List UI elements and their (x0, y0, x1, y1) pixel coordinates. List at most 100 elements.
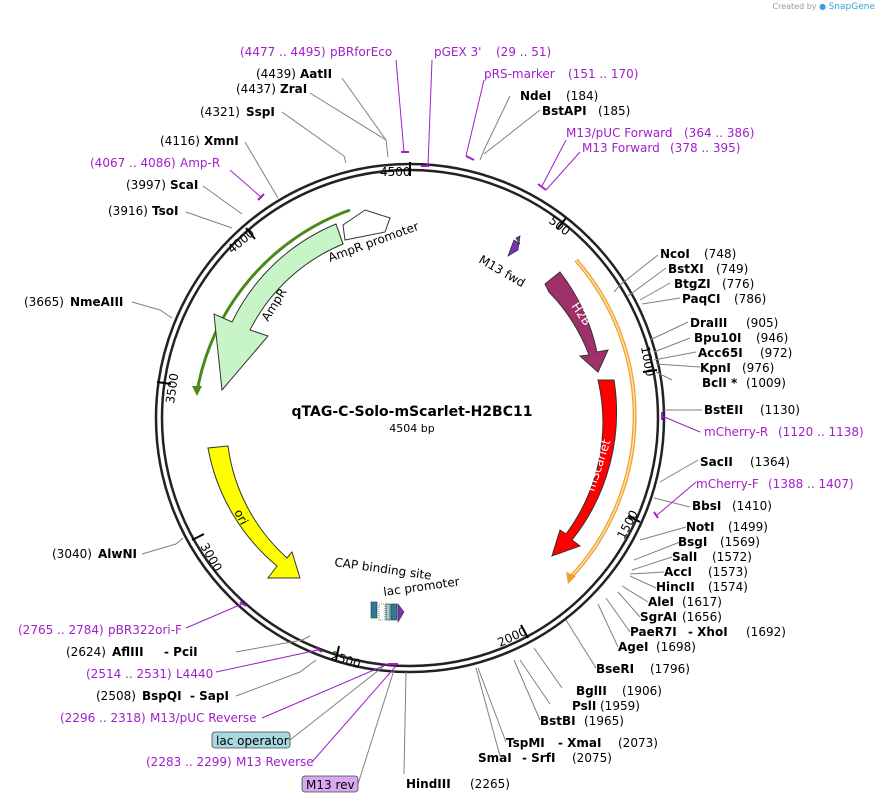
enzyme-name: TsoI (152, 204, 178, 218)
primer-name: pRS-marker (484, 67, 555, 81)
snapgene-logo-icon: ● (819, 2, 827, 11)
enzyme-name: BstXI (668, 262, 704, 276)
primer-name: L4440 (176, 667, 213, 681)
tick-label-4000: 4000 (225, 226, 257, 256)
enzyme-pos: (1572) (712, 550, 752, 564)
green-feature-arc (195, 208, 351, 393)
primer-range: (2765 .. 2784) (18, 623, 104, 637)
enzyme-pos: (2624) (66, 645, 106, 659)
enzyme-pos: (1965) (584, 714, 624, 728)
enzyme-name: AlwNI (98, 547, 137, 561)
enzyme-labels-left: (4439) AatII (4437) ZraI (4321) SspI (41… (24, 67, 332, 703)
tick-label-1500: 1500 (614, 508, 641, 542)
tick-2500 (335, 645, 340, 661)
enzyme-pos: (1617) (682, 595, 722, 609)
tick-3500 (156, 381, 172, 385)
tick-2000 (520, 624, 529, 639)
primer-name: pGEX 3' (434, 45, 481, 59)
tick-label-3000: 3000 (197, 541, 224, 574)
tick-4000 (245, 227, 256, 240)
credit-prefix: Created by (772, 2, 817, 11)
enzyme-pos: (2075) (572, 751, 612, 765)
primer-name: pBRforEco (330, 45, 392, 59)
primer-range: (364 .. 386) (684, 126, 754, 140)
enzyme-name: KpnI (700, 361, 731, 375)
enzyme-pos: (2073) (618, 736, 658, 750)
orange-feature-arc-inner (569, 259, 636, 579)
ori-feature[interactable]: ori (207, 445, 301, 579)
enzyme-pos: (184) (566, 89, 598, 103)
tick-label-2500: 2500 (329, 649, 362, 672)
primer-labels: (4477 .. 4495) pBRforEco pGEX 3' (29 .. … (18, 45, 864, 769)
enzyme-name: BstBI (540, 714, 576, 728)
primer-range: (378 .. 395) (670, 141, 740, 155)
enzyme-name: SalI (672, 550, 697, 564)
ori-label: ori (231, 507, 251, 527)
primer-name: Amp-R (180, 156, 220, 170)
enzyme-name: ZraI (280, 82, 307, 96)
enzyme-pos: (1906) (622, 684, 662, 698)
enzyme-name: SacII (700, 455, 733, 469)
enzyme-pos: (1364) (750, 455, 790, 469)
enzyme-pos: (2265) (470, 777, 510, 791)
primer-name: pBR322ori-F (108, 623, 182, 637)
tick-1500 (627, 515, 641, 523)
enzyme-extra: - SapI (190, 689, 229, 703)
enzyme-labels-top: NdeI (184) BstAPI (185) (520, 89, 630, 118)
primer-name: M13/pUC Reverse (150, 711, 257, 725)
green-arc-arrowhead (192, 386, 202, 396)
m13-rev-arrow (397, 603, 405, 624)
enzyme-pos: (786) (734, 292, 766, 306)
enzyme-pos: (1692) (746, 625, 786, 639)
enzyme-pos: (4437) (236, 82, 276, 96)
plasmid-name: qTAG-C-Solo-mScarlet-H2BC11 (292, 404, 533, 420)
enzyme-name: Acc65I (698, 346, 743, 360)
enzyme-pos: (1698) (656, 640, 696, 654)
lac-cluster[interactable]: CAP binding site lac promoter (334, 555, 461, 624)
primer-name: M13 Forward (582, 141, 660, 155)
lac-operator-tag[interactable]: lac operator (211, 665, 385, 749)
enzyme-pos: (1410) (732, 499, 772, 513)
enzyme-name: BspQI (142, 689, 182, 703)
m13-fwd-feature[interactable]: M13 fwd (477, 235, 528, 290)
primer-marks (239, 151, 663, 665)
enzyme-leaders (131, 77, 702, 775)
enzyme-name: BseRI (596, 662, 634, 676)
plasmid-length: 4504 bp (389, 422, 434, 435)
enzyme-pos: (1959) (600, 699, 640, 713)
enzyme-name: NotI (686, 520, 715, 534)
primer-range: (2296 .. 2318) (60, 711, 146, 725)
tick-1000 (642, 369, 658, 373)
enzyme-name: AflIII (112, 645, 144, 659)
snapgene-credit: Created by ● SnapGene (773, 2, 876, 12)
enzyme-name: HindIII (406, 777, 451, 791)
enzyme-pos: (749) (716, 262, 748, 276)
primer-name: M13/pUC Forward (566, 126, 673, 140)
tick-label-4500: 4500 (380, 165, 411, 179)
enzyme-extra: - XmaI (558, 736, 601, 750)
enzyme-name: Bpu10I (694, 331, 741, 345)
m13-rev-tag[interactable]: M13 rev (301, 669, 395, 793)
tick-label-3500: 3500 (163, 372, 181, 404)
enzyme-name: AccI (664, 565, 692, 579)
enzyme-name: NcoI (660, 247, 690, 261)
tick-500 (556, 217, 567, 230)
enzyme-pos: (185) (598, 104, 630, 118)
enzyme-name: DraIII (690, 316, 727, 330)
cap-binding-label: CAP binding site (334, 555, 433, 582)
enzyme-name: SmaI (478, 751, 512, 765)
enzyme-name: BstEII (704, 403, 743, 417)
enzyme-pos: (1009) (746, 376, 786, 390)
enzyme-pos: (4439) (256, 67, 296, 81)
primer-name: mCherry-R (704, 425, 768, 439)
ampr-feature[interactable]: AmpR (213, 223, 344, 392)
orange-arc-arrowhead (566, 572, 576, 584)
enzyme-name: NdeI (520, 89, 551, 103)
enzyme-extra: - XhoI (688, 625, 728, 639)
enzyme-pos: (748) (704, 247, 736, 261)
enzyme-name: ScaI (170, 178, 198, 192)
enzyme-name: BglII (576, 684, 607, 698)
primer-range: (4067 .. 4086) (90, 156, 176, 170)
enzyme-pos: (1130) (760, 403, 800, 417)
